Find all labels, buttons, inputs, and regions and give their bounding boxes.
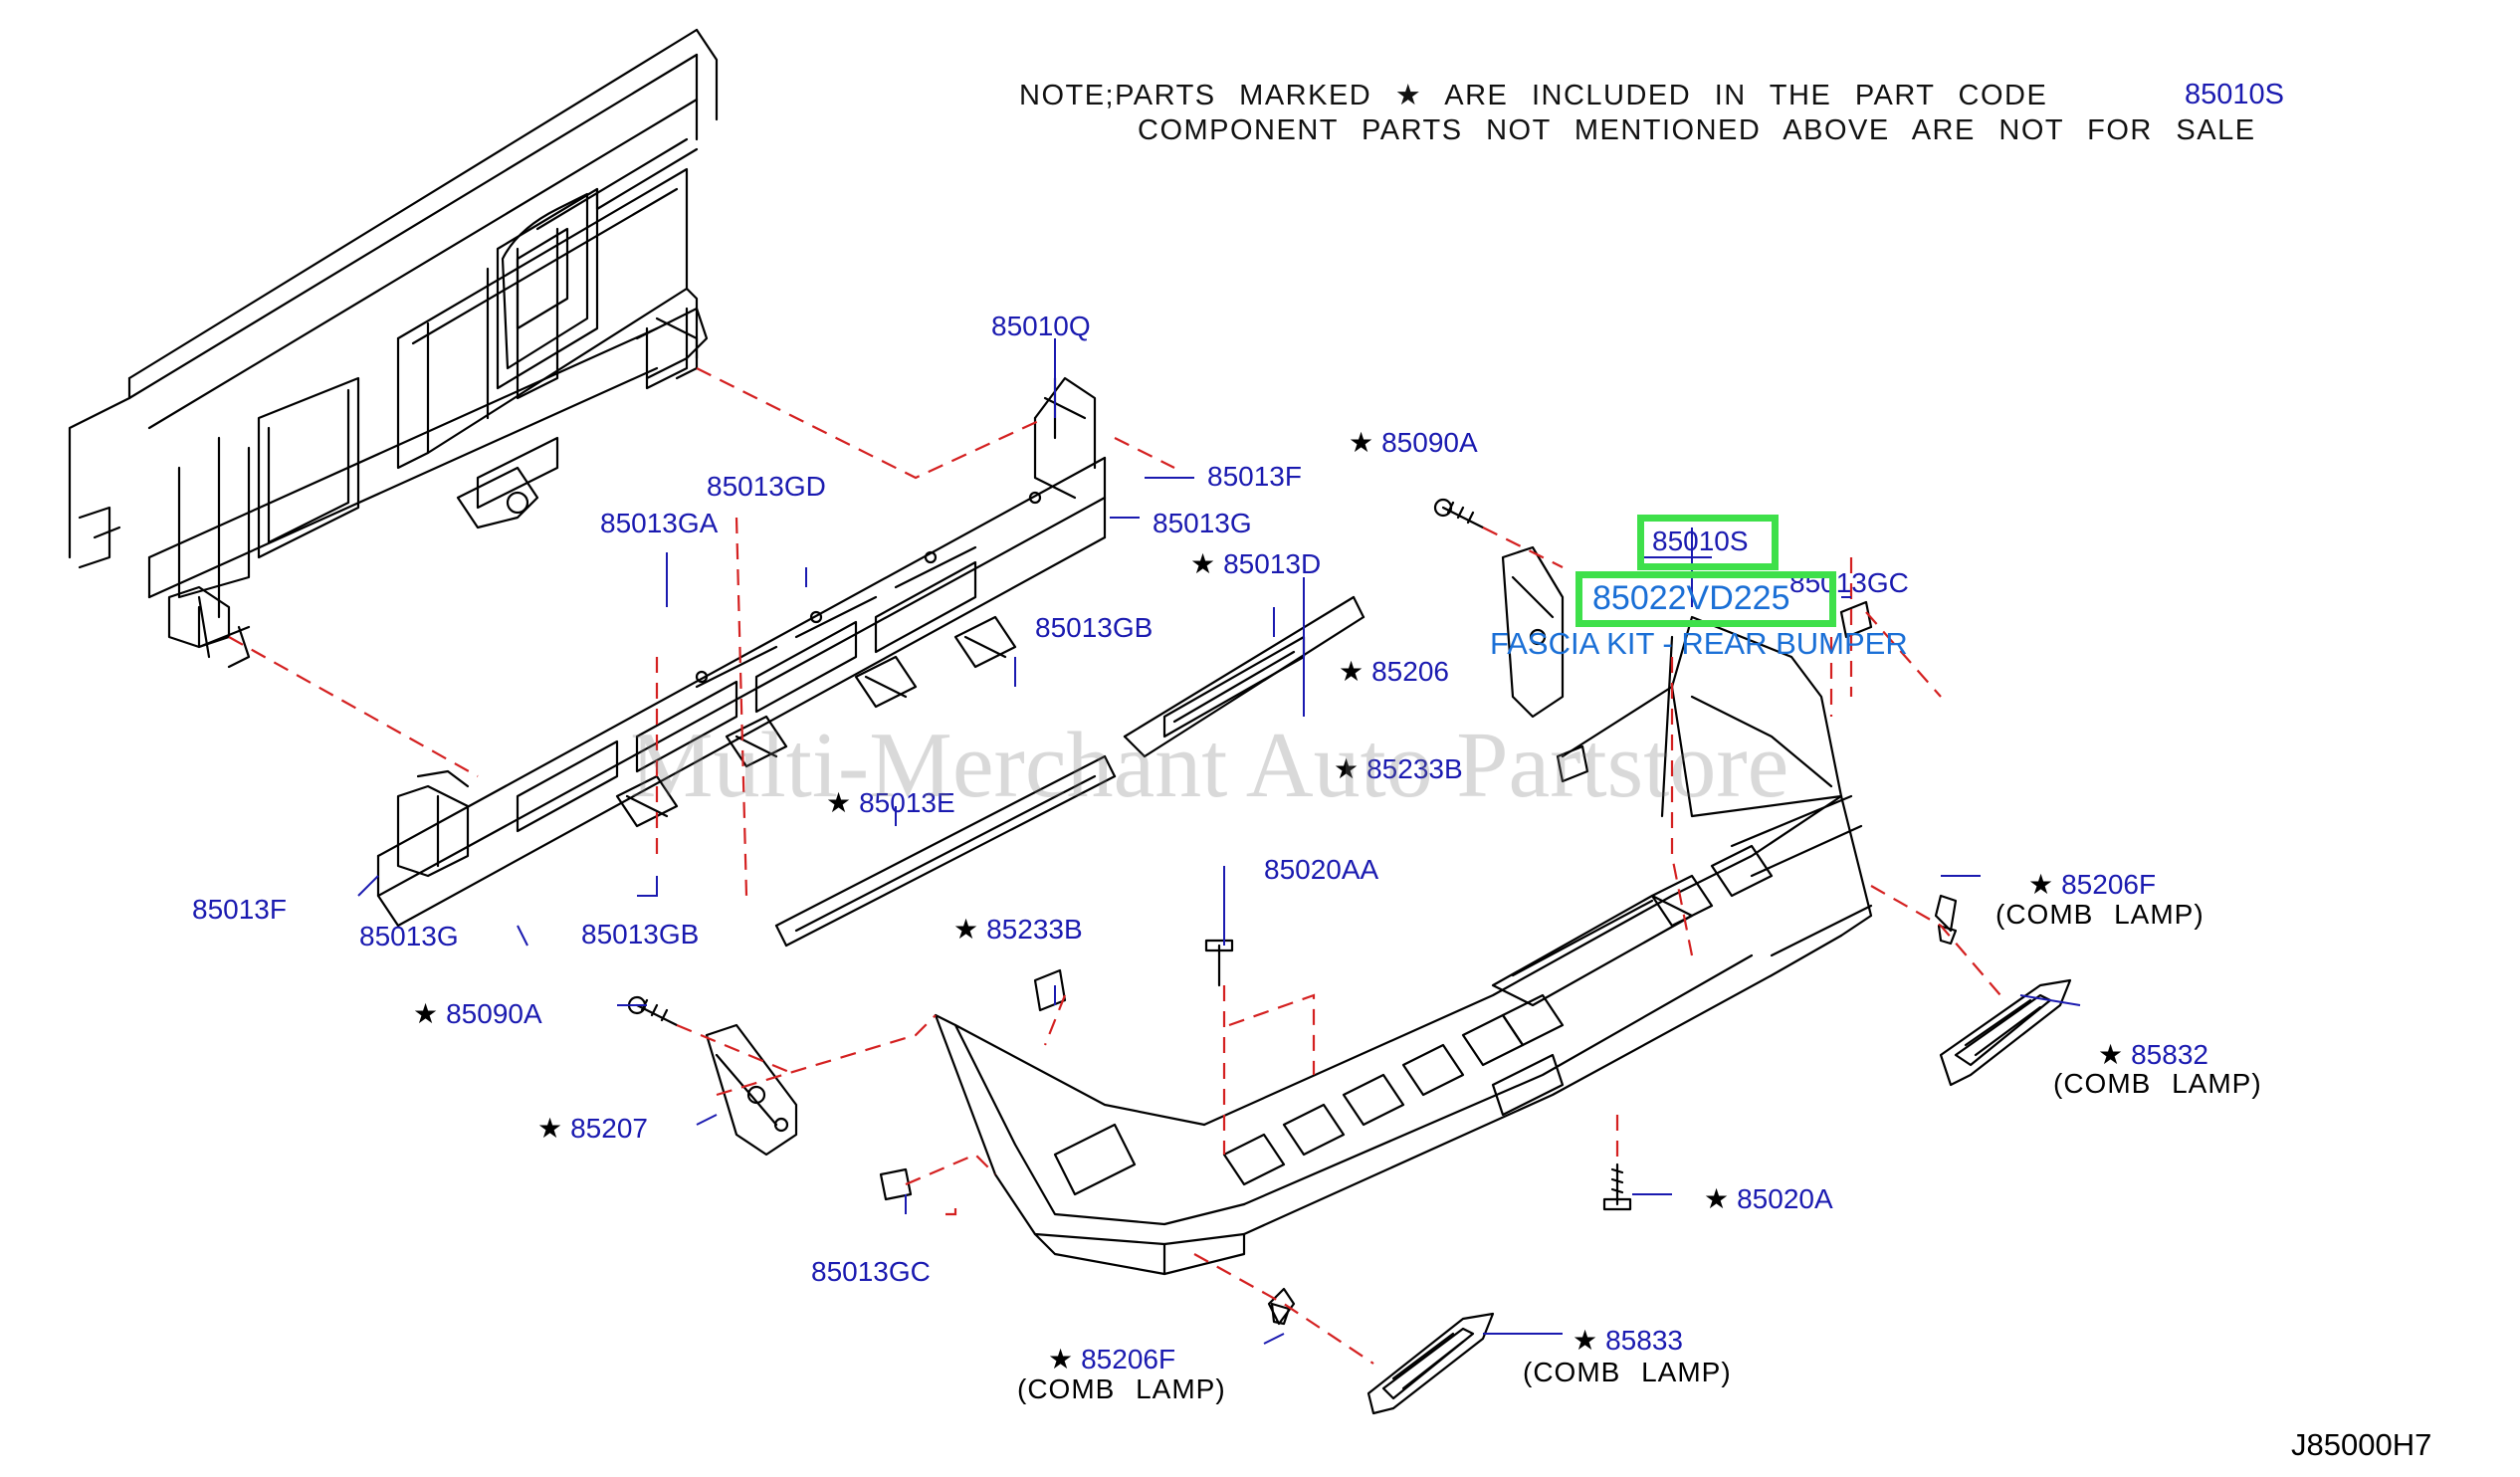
part-label-85013gc-left[interactable]: 85013GC: [811, 1256, 931, 1288]
part-label-text: 85010Q: [991, 311, 1091, 341]
part-label-85207[interactable]: ★85207: [537, 1112, 648, 1145]
part-label-85013ga[interactable]: 85013GA: [600, 508, 718, 539]
part-label-text: 85020A: [1737, 1183, 1833, 1214]
part-label-text: 85233B: [986, 914, 1083, 945]
part-label-text: 85013F: [1207, 461, 1302, 492]
part-label-text: 85832: [2131, 1039, 2208, 1070]
bumper-fascia-drawing: [934, 615, 1873, 1276]
comb-lamp-label: (COMB LAMP): [2053, 1068, 2262, 1099]
note-line-2: COMPONENT PARTS NOT MENTIONED ABOVE ARE …: [1138, 114, 2256, 146]
highlight-part-code-label[interactable]: 85010S: [1652, 526, 1749, 556]
part-label-text: 85013GA: [600, 508, 719, 538]
lower-strip-drawing: [774, 754, 1117, 948]
part-label-text: 85090A: [446, 998, 542, 1029]
part-label-text: 85013E: [859, 787, 955, 818]
note-part-code[interactable]: 85010S: [2185, 79, 2284, 110]
part-label-text: 85206F: [2061, 869, 2157, 900]
part-label-85833[interactable]: ★85833: [1573, 1324, 1683, 1357]
part-label-text: 85233B: [1366, 753, 1463, 784]
part-label-85013e[interactable]: ★85013E: [826, 786, 955, 819]
highlight-box-part-code[interactable]: [1637, 515, 1779, 570]
comb-lamp-label: (COMB LAMP): [1995, 899, 2205, 930]
part-label-85020a[interactable]: ★85020A: [1704, 1182, 1833, 1215]
comb-lamp-bottom-drawing: [1366, 1312, 1495, 1415]
part-label-85090a-top[interactable]: ★85090A: [1349, 426, 1478, 459]
star-icon: ★: [1190, 548, 1216, 579]
note-line-1: NOTE;PARTS MARKED ★ ARE INCLUDED IN THE …: [1019, 80, 2048, 111]
clip-drawing: [1270, 924, 1958, 1326]
part-label-85013g-left[interactable]: 85013G: [359, 921, 459, 952]
part-label-85013gb-top[interactable]: 85013GB: [1035, 612, 1153, 644]
star-icon: ★: [1349, 427, 1374, 458]
star-icon: ★: [1573, 1325, 1598, 1356]
part-label-85013gd[interactable]: 85013GD: [707, 471, 826, 503]
part-label-text: 85013GD: [707, 471, 826, 502]
part-label-text: 85013GC: [811, 1256, 931, 1287]
reinforcement-beam-drawing: [376, 376, 1107, 928]
part-label-85233b-top[interactable]: ★85233B: [1334, 752, 1463, 785]
part-label-text: 85013GB: [581, 919, 700, 950]
part-label-85010q[interactable]: 85010Q: [991, 311, 1091, 342]
part-label-text: 85013GB: [1035, 612, 1154, 643]
part-label-85013f-top[interactable]: 85013F: [1207, 461, 1302, 493]
part-label-text: 85090A: [1381, 427, 1478, 458]
comb-lamp-label: (COMB LAMP): [1523, 1357, 1732, 1387]
highlight-part-number[interactable]: 85022VD225: [1592, 579, 1790, 617]
star-icon: ★: [1048, 1344, 1074, 1374]
star-icon: ★: [537, 1113, 563, 1144]
part-label-85206f-right[interactable]: ★85206F: [2028, 868, 2156, 901]
star-icon: ★: [826, 787, 852, 818]
part-label-85013d[interactable]: ★85013D: [1190, 547, 1321, 580]
brackets-drawing: [705, 545, 1958, 1326]
part-label-text: 85013G: [359, 921, 459, 951]
part-label-text: 85013D: [1223, 548, 1322, 579]
part-label-85020aa[interactable]: 85020AA: [1264, 854, 1378, 886]
part-label-text: 85013F: [192, 894, 287, 925]
diagram-code: J85000H7: [2291, 1427, 2432, 1462]
star-icon: ★: [2098, 1039, 2124, 1070]
part-label-85206[interactable]: ★85206: [1339, 655, 1449, 688]
part-label-text: 85020AA: [1264, 854, 1379, 885]
part-label-85013gb-left[interactable]: 85013GB: [581, 919, 699, 950]
part-label-85013g-top[interactable]: 85013G: [1153, 508, 1252, 539]
part-label-85832[interactable]: ★85832: [2098, 1038, 2208, 1071]
highlight-box-part-number[interactable]: [1575, 571, 1836, 627]
star-icon: ★: [1704, 1183, 1730, 1214]
highlight-description: FASCIA KIT - REAR BUMPER: [1490, 626, 1908, 661]
star-icon: ★: [2028, 869, 2054, 900]
part-label-text: 85013G: [1153, 508, 1252, 538]
part-label-85090a-left[interactable]: ★85090A: [413, 997, 542, 1030]
part-label-85206f-bottom[interactable]: ★85206F: [1048, 1343, 1175, 1375]
vehicle-body-drawing: [68, 28, 719, 669]
star-icon: ★: [1339, 656, 1365, 687]
star-icon: ★: [953, 914, 979, 945]
part-label-text: 85206: [1371, 656, 1449, 687]
star-icon: ★: [1334, 753, 1360, 784]
part-label-85233b-mid[interactable]: ★85233B: [953, 913, 1083, 946]
part-label-85013f-left[interactable]: 85013F: [192, 894, 287, 926]
part-label-text: 85207: [570, 1113, 648, 1144]
part-label-text: 85206F: [1081, 1344, 1176, 1374]
part-label-text: 85833: [1605, 1325, 1683, 1356]
comb-lamp-label: (COMB LAMP): [1017, 1373, 1226, 1404]
star-icon: ★: [413, 998, 439, 1029]
